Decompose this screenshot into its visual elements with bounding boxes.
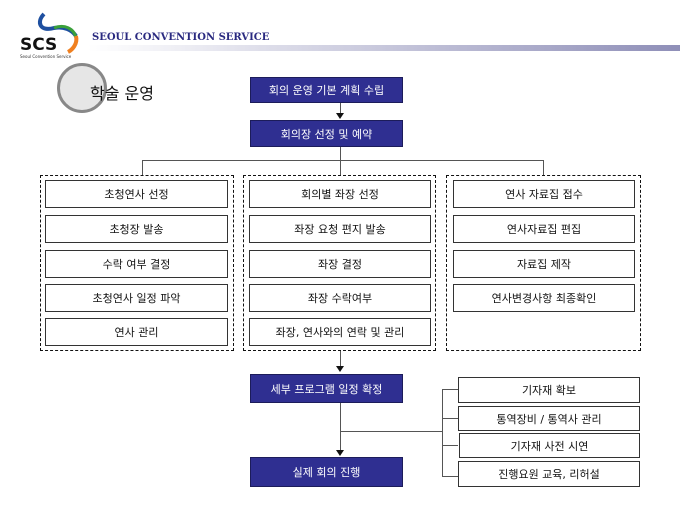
connector-line — [442, 418, 458, 419]
connector-line — [340, 103, 341, 115]
logo-subtext: Seoul Convention Service — [20, 54, 72, 59]
chair-task: 좌장, 연사와의 연락 및 관리 — [249, 318, 431, 346]
group-speakers — [40, 175, 234, 351]
connector-line — [340, 160, 341, 175]
step-program: 세부 프로그램 일정 확정 — [250, 374, 403, 403]
connector-line — [442, 476, 458, 477]
material-task: 연사 자료집 접수 — [453, 180, 635, 208]
side-task: 통역장비 / 통역사 관리 — [458, 406, 640, 431]
speaker-task: 수락 여부 결정 — [45, 250, 228, 278]
chair-task: 좌장 수락여부 — [249, 284, 431, 312]
company-name: SEOUL CONVENTION SERVICE — [92, 32, 270, 43]
connector-line — [336, 450, 344, 456]
group-chairs — [243, 175, 436, 351]
chair-task: 좌장 요청 편지 발송 — [249, 215, 431, 243]
connector-line — [442, 389, 443, 477]
chair-task: 좌장 결정 — [249, 250, 431, 278]
connector-line — [543, 160, 544, 175]
material-task: 연사변경사항 최종확인 — [453, 284, 635, 312]
step-plan: 회의 운영 기본 계획 수립 — [250, 77, 403, 103]
side-task: 기자재 사전 시연 — [459, 433, 640, 458]
connector-line — [340, 403, 341, 451]
logo-swoosh-icon — [37, 12, 79, 54]
logo — [6, 8, 86, 56]
connector-line — [336, 113, 344, 119]
speaker-task: 초청연사 선정 — [45, 180, 228, 208]
material-task: 연사자료집 편집 — [453, 215, 635, 243]
page-title: 학술 운영 — [90, 84, 154, 103]
header-rule — [88, 45, 680, 51]
step-execution: 실제 회의 진행 — [250, 457, 403, 487]
connector-line — [442, 445, 458, 446]
connector-line — [142, 160, 143, 175]
logo-text: SCS — [20, 35, 58, 55]
connector-line — [340, 147, 341, 160]
side-task: 기자재 확보 — [458, 377, 640, 403]
connector-line — [341, 431, 442, 432]
step-venue: 회의장 선정 및 예약 — [250, 120, 403, 147]
speaker-task: 초청연사 일정 파악 — [45, 284, 228, 312]
material-task: 자료집 제작 — [453, 250, 635, 278]
speaker-task: 초청장 발송 — [45, 215, 228, 243]
connector-line — [442, 389, 458, 390]
side-task: 진행요원 교육, 리허설 — [458, 461, 640, 487]
speaker-task: 연사 관리 — [45, 318, 228, 346]
connector-line — [336, 366, 344, 372]
chair-task: 회의별 좌장 선정 — [249, 180, 431, 208]
connector-line — [340, 351, 341, 367]
title-circle — [57, 63, 107, 113]
connector-line — [142, 160, 544, 161]
group-materials — [446, 175, 641, 351]
